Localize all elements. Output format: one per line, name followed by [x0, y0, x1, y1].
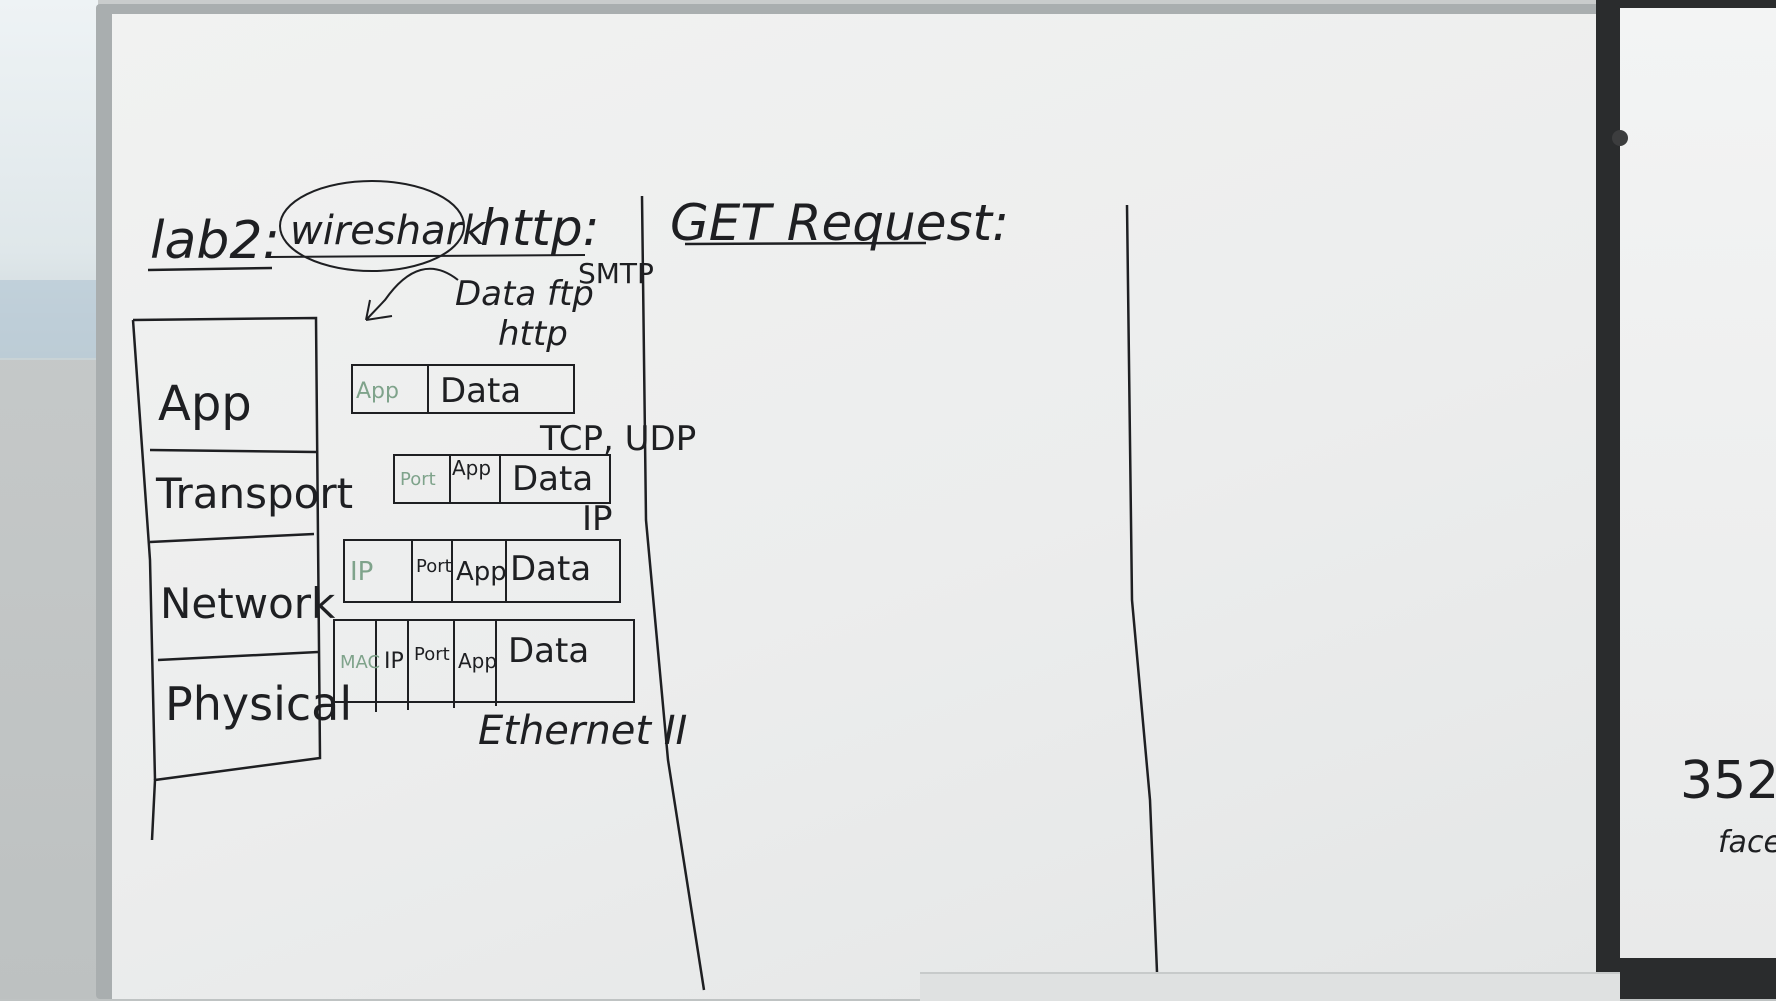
- app-packet-data: Data: [440, 371, 521, 411]
- title-lab: lab2:: [150, 211, 280, 271]
- divider-line-left: [640, 195, 706, 991]
- board-pin: [1612, 130, 1628, 146]
- transport-packet-port: Port: [400, 469, 436, 490]
- right-board-word: face: [1718, 825, 1776, 860]
- smtp-label: SMTP: [578, 257, 654, 290]
- arrow: [365, 267, 459, 321]
- physical-packet-app: App: [458, 649, 497, 673]
- right-board-number: 352: [1680, 751, 1776, 811]
- layer-transport: Transport: [155, 469, 353, 518]
- layer-network: Network: [160, 579, 336, 628]
- transport-packet-app: App: [452, 456, 491, 480]
- whiteboard: [112, 14, 1602, 999]
- divider-line-middle: [1125, 204, 1159, 973]
- network-packet-app: App: [456, 557, 507, 587]
- http-label: http: [498, 314, 568, 354]
- marker-tray: [920, 972, 1620, 1001]
- network-packet-data: Data: [510, 549, 591, 589]
- app-packet-header: App: [356, 379, 399, 404]
- physical-packet-data: Data: [508, 631, 589, 671]
- network-packet-port: Port: [416, 556, 452, 577]
- layer-app: App: [158, 376, 252, 432]
- title-http: http:: [480, 199, 599, 257]
- ip-label: IP: [582, 499, 613, 539]
- physical-packet-ip: IP: [384, 649, 404, 674]
- projected-screen: [0, 0, 98, 360]
- wireshark-circle: [279, 180, 465, 272]
- network-packet-ip: IP: [350, 557, 373, 587]
- transport-packet-data: Data: [512, 459, 593, 499]
- title-wireshark: wireshark: [290, 208, 487, 254]
- layer-physical: Physical: [165, 677, 352, 731]
- physical-packet-port: Port: [414, 644, 450, 665]
- projected-label: [0, 280, 98, 358]
- ethernet-label: Ethernet II: [478, 708, 687, 754]
- physical-packet-mac: MAC: [340, 652, 380, 673]
- second-whiteboard: [1620, 8, 1776, 958]
- tcp-udp-label: TCP, UDP: [539, 419, 696, 459]
- data-ftp-label: Data ftp: [455, 274, 594, 314]
